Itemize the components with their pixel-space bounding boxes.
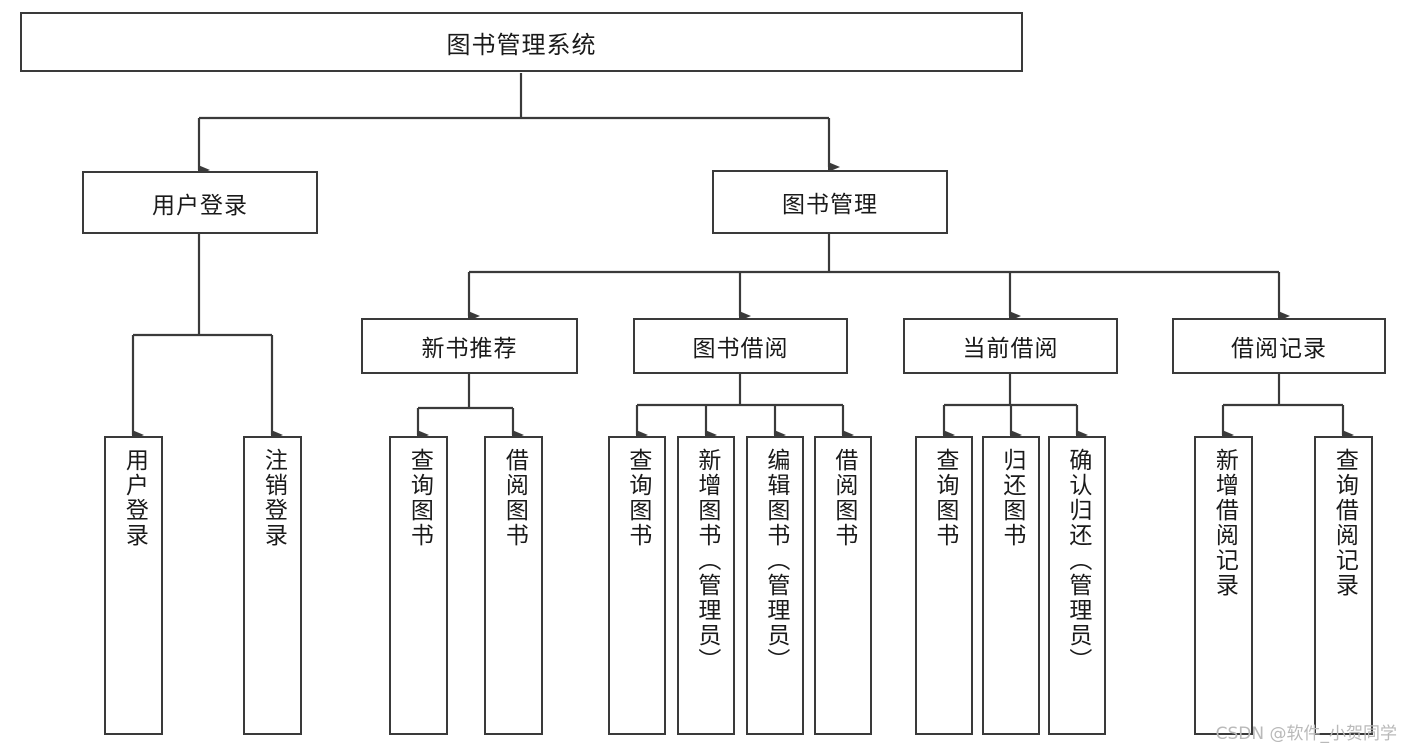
- node-current-borrow[interactable]: 当前借阅: [903, 318, 1118, 374]
- node-root-book-management-system[interactable]: 图书管理系统: [20, 12, 1023, 72]
- node-leaf-confirm-return[interactable]: 确认归还（管理员）: [1048, 436, 1106, 735]
- node-borrow-record[interactable]: 借阅记录: [1172, 318, 1386, 374]
- node-leaf-borrow-book[interactable]: 借阅图书: [814, 436, 872, 735]
- node-label: 当前借阅: [962, 336, 1059, 362]
- node-leaf-borrow-book-recommend[interactable]: 借阅图书: [484, 436, 543, 735]
- node-label: 借阅图书: [830, 448, 857, 548]
- node-label: 用户登录: [152, 192, 248, 219]
- node-label: 确认归还（管理员）: [1064, 448, 1091, 673]
- node-label: 用户登录: [121, 448, 148, 548]
- node-book-borrow[interactable]: 图书借阅: [633, 318, 848, 374]
- node-leaf-add-book[interactable]: 新增图书（管理员）: [677, 436, 735, 735]
- node-label: 借阅记录: [1231, 336, 1327, 362]
- watermark-text: CSDN @软件_小贺同学: [1215, 724, 1397, 744]
- node-label: 图书借阅: [692, 336, 789, 362]
- node-label: 借阅图书: [501, 448, 528, 548]
- node-label: 查询图书: [624, 448, 651, 548]
- node-new-book-recommend[interactable]: 新书推荐: [361, 318, 578, 374]
- node-leaf-query-borrow-record[interactable]: 查询借阅记录: [1314, 436, 1373, 735]
- node-leaf-edit-book[interactable]: 编辑图书（管理员）: [746, 436, 804, 735]
- node-label: 新增借阅记录: [1211, 448, 1238, 598]
- node-leaf-query-book-current[interactable]: 查询图书: [915, 436, 973, 735]
- node-label: 新增图书（管理员）: [693, 448, 720, 673]
- node-label: 新书推荐: [421, 336, 518, 362]
- node-leaf-logout-login[interactable]: 注销登录: [243, 436, 302, 735]
- node-user-login[interactable]: 用户登录: [82, 171, 318, 234]
- node-leaf-return-book[interactable]: 归还图书: [982, 436, 1040, 735]
- node-leaf-add-borrow-record[interactable]: 新增借阅记录: [1194, 436, 1253, 735]
- node-label: 图书管理系统: [446, 30, 597, 59]
- node-leaf-query-book-recommend[interactable]: 查询图书: [389, 436, 448, 735]
- node-book-management[interactable]: 图书管理: [712, 170, 948, 234]
- node-label: 注销登录: [260, 448, 287, 548]
- node-leaf-query-book-borrow[interactable]: 查询图书: [608, 436, 666, 735]
- node-label: 编辑图书（管理员）: [762, 448, 789, 673]
- node-label: 图书管理: [782, 192, 878, 218]
- node-label: 归还图书: [998, 448, 1025, 548]
- node-label: 查询图书: [406, 448, 433, 548]
- node-leaf-user-login[interactable]: 用户登录: [104, 436, 163, 735]
- node-label: 查询图书: [931, 448, 958, 548]
- node-label: 查询借阅记录: [1331, 448, 1358, 598]
